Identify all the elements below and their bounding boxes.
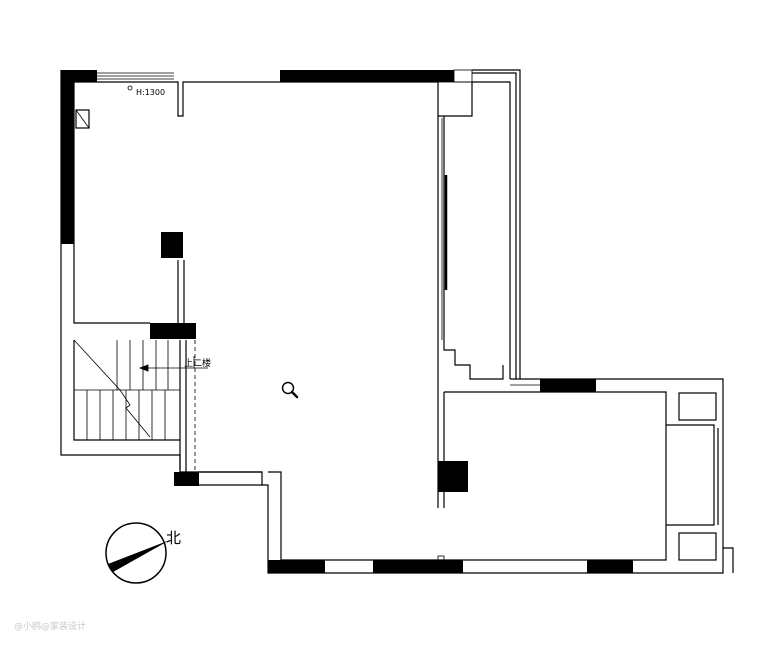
sliding-door xyxy=(441,118,448,340)
windows xyxy=(97,69,540,561)
wall-outline xyxy=(60,69,734,574)
watermark: @小鸥@家装设计 xyxy=(14,620,86,632)
compass-icon xyxy=(105,522,170,584)
window-height-label: H:1300 xyxy=(136,88,165,97)
solid-walls xyxy=(61,70,633,573)
corner-boxes xyxy=(75,109,717,561)
staircase xyxy=(73,339,208,472)
magnifier-icon[interactable] xyxy=(281,381,299,399)
marker-dot xyxy=(127,85,133,91)
north-label: 北 xyxy=(166,529,181,547)
stair-up-label: 上二楼 xyxy=(184,357,211,369)
